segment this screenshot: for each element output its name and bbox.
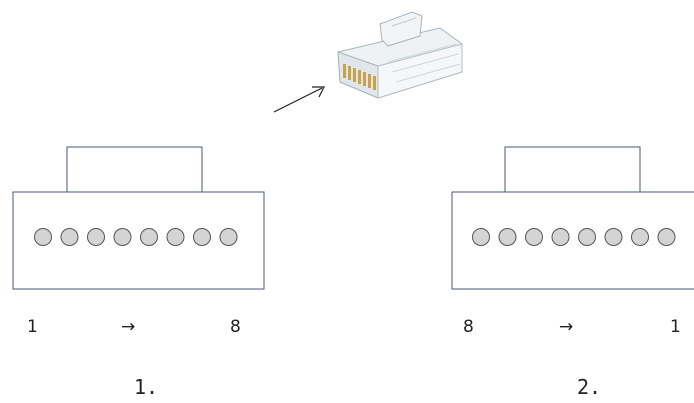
connector-2-direction-arrow: → (559, 317, 573, 337)
connector-1-pin-4 (113, 228, 132, 246)
connector-2-caption: 2. (577, 375, 601, 399)
connector-2-right-label: 1 (670, 317, 681, 337)
connector-1-caption: 1. (134, 375, 158, 399)
connector-2-body (451, 191, 694, 290)
connector-2-pin-7 (631, 228, 649, 246)
gold-contacts (343, 64, 376, 90)
connector-1-latch (66, 146, 203, 193)
connector-1-pin-7 (193, 228, 211, 246)
connector-1-pins (34, 228, 238, 246)
connector-2-pin-6 (604, 228, 623, 246)
rj45-plug-icon (337, 11, 463, 99)
connector-1-pin-6 (166, 228, 185, 246)
connector-2-pin-1 (472, 228, 490, 246)
connector-1-left-label: 1 (27, 317, 38, 337)
connector-diagram-1: 1 → 8 1. (12, 146, 265, 399)
connector-2-pin-2 (498, 228, 517, 246)
connector-1-pin-5 (140, 228, 158, 246)
connector-diagram-2: 8 → 1 2. (451, 146, 694, 399)
connector-1-pin-2 (60, 228, 79, 246)
connector-2-pin-3 (525, 228, 543, 246)
connector-1-direction-arrow: → (121, 317, 135, 337)
connector-2-pin-5 (578, 228, 596, 246)
connector-2-pin-4 (551, 228, 570, 246)
connector-2-pins (472, 228, 676, 246)
connector-2-left-label: 8 (463, 317, 474, 337)
connector-1-right-label: 8 (230, 317, 241, 337)
connector-1-pin-8 (219, 228, 238, 246)
connector-1-pin-1 (34, 228, 52, 246)
connector-1-pin-3 (87, 228, 105, 246)
connector-2-pin-8 (657, 228, 676, 246)
connector-2-latch (504, 146, 641, 193)
arrow-icon (273, 86, 325, 113)
